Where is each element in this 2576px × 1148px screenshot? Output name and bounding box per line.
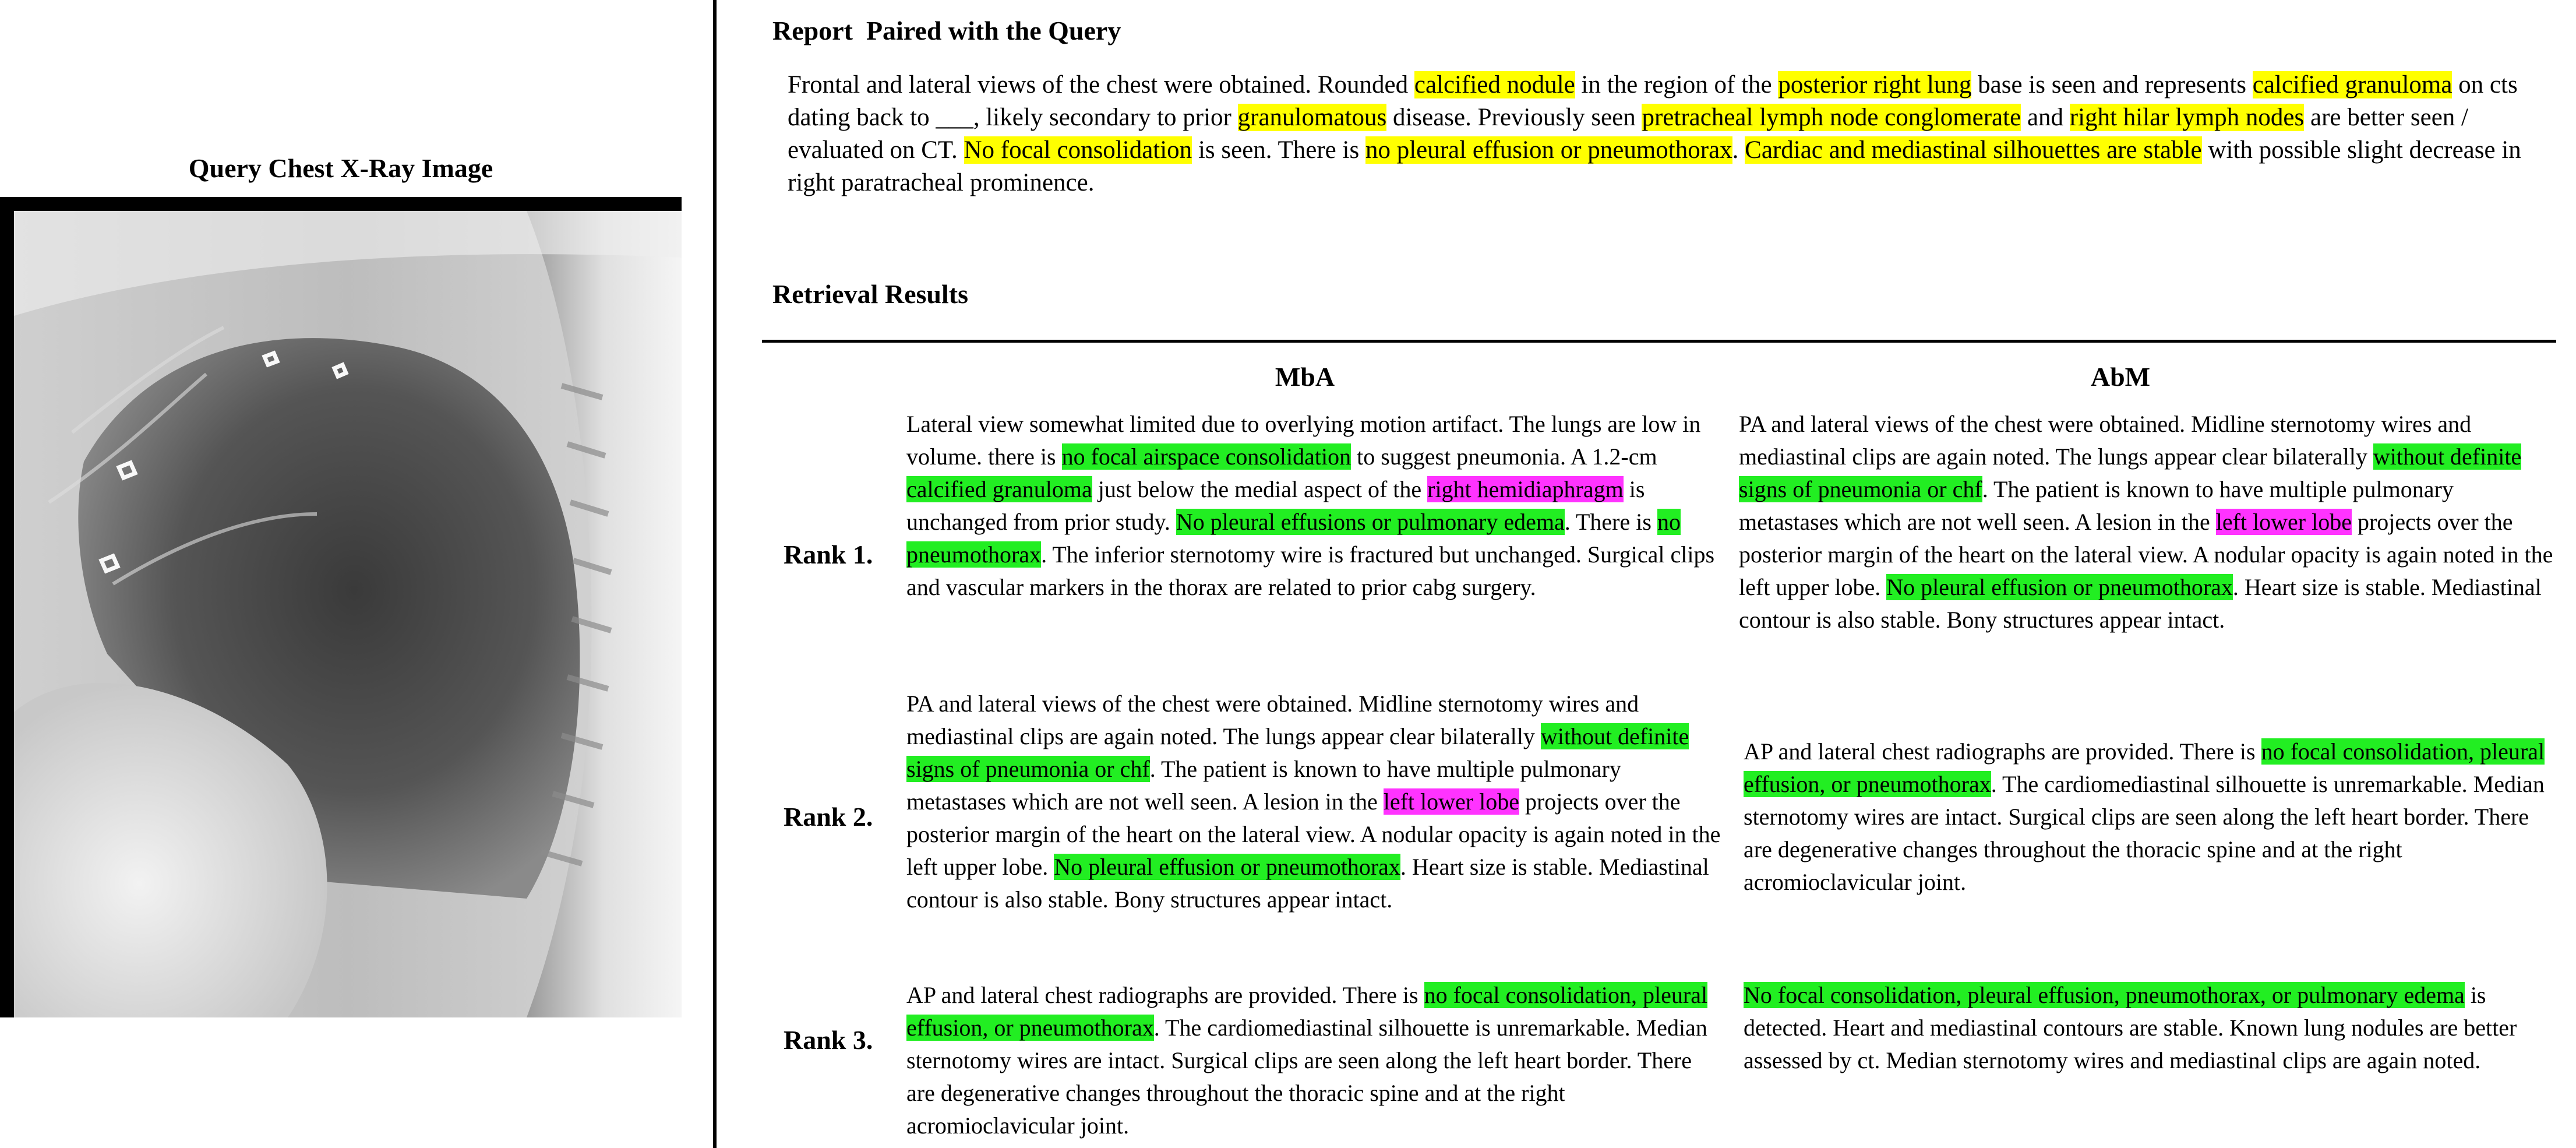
highlighted-finding: No focal consolidation, pleural effusion… — [1744, 982, 2465, 1008]
text-segment: PA and lateral views of the chest were o… — [1739, 411, 2472, 470]
text-segment: . — [1732, 136, 1745, 164]
abm-rank-1-text: PA and lateral views of the chest were o… — [1739, 408, 2554, 636]
text-segment: is seen. There is — [1192, 136, 1365, 164]
text-segment: projects over the posterior margin of th… — [906, 788, 1721, 880]
highlighted-finding: calcified granuloma — [906, 476, 1092, 502]
column-header-mba: MbA — [1275, 362, 1335, 392]
text-segment: to suggest pneumonia. A 1.2-cm — [1351, 443, 1657, 470]
rank-label-3: Rank 3. — [784, 1025, 873, 1055]
text-segment: . The patient is known to have multiple … — [1739, 476, 2454, 535]
highlighted-finding: No pleural effusion or pneumothorax — [1886, 574, 2233, 600]
highlighted-finding: no pleural effusion or pneumothorax — [1365, 136, 1732, 164]
rank-label-1: Rank 1. — [784, 540, 873, 569]
rank-label-2: Rank 2. — [784, 802, 873, 832]
text-segment: in the region of the — [1575, 71, 1779, 98]
highlighted-finding: granulomatous — [1237, 104, 1387, 131]
highlighted-finding: no focal airspace consolidation — [1061, 443, 1351, 470]
highlighted-finding: calcified nodule — [1414, 71, 1575, 98]
mba-rank-3-text: AP and lateral chest radiographs are pro… — [906, 979, 1722, 1142]
highlighted-finding: No focal consolidation — [964, 136, 1192, 164]
text-segment: with possible slight decrease in right p… — [788, 136, 2521, 196]
text-segment: on cts dating back to ___, likely second… — [788, 71, 2518, 131]
text-segment: . The inferior sternotomy wire is fractu… — [906, 541, 1715, 600]
report-heading: Report Paired with the Query — [772, 16, 1121, 45]
text-segment: just below the medial aspect of the — [1092, 476, 1428, 502]
text-segment: PA and lateral views of the chest were o… — [906, 691, 1639, 749]
highlighted-finding: No pleural effusion or pneumothorax — [1054, 854, 1400, 880]
text-segment: Frontal and lateral views of the chest w… — [788, 71, 1414, 98]
highlighted-finding: pretracheal lymph node conglomerate — [1642, 104, 2021, 131]
column-header-abm: AbM — [2090, 362, 2151, 392]
highlighted-finding: calcified granuloma — [2252, 71, 2453, 98]
vertical-divider — [713, 0, 717, 1148]
query-image-title: Query Chest X-Ray Image — [188, 153, 493, 183]
abm-rank-3-text: No focal consolidation, pleural effusion… — [1744, 979, 2559, 1077]
table-rule — [762, 340, 2556, 343]
text-segment: . There is — [1564, 509, 1657, 535]
text-segment: . The cardiomediastinal silhouette is un… — [906, 1015, 1707, 1139]
mba-rank-2-text: PA and lateral views of the chest were o… — [906, 688, 1722, 916]
xray-picture — [14, 211, 682, 1017]
text-segment: . Heart size is stable. Mediastinal cont… — [1739, 574, 2542, 633]
abm-rank-2-text: AP and lateral chest radiographs are pro… — [1744, 735, 2559, 899]
text-segment: . Heart size is stable. Mediastinal cont… — [906, 854, 1709, 913]
mba-rank-1-text: Lateral view somewhat limited due to ove… — [906, 408, 1722, 604]
text-segment: projects over the posterior margin of th… — [1739, 509, 2553, 600]
text-segment: . The patient is known to have multiple … — [906, 756, 1621, 815]
text-segment: and — [2021, 104, 2070, 131]
retrieval-heading: Retrieval Results — [772, 279, 968, 309]
highlighted-finding: left lower lobe — [1383, 788, 1519, 815]
text-segment: base is seen and represents — [1971, 71, 2253, 98]
highlighted-finding: right hemidiaphragm — [1427, 476, 1624, 502]
highlighted-finding: Cardiac and mediastinal silhouettes are … — [1745, 136, 2202, 164]
text-segment: AP and lateral chest radiographs are pro… — [906, 982, 1424, 1008]
text-segment: are better seen / evaluated on CT. — [788, 104, 2468, 164]
text-segment: Lateral view somewhat limited due to ove… — [906, 411, 1701, 470]
highlighted-finding: left lower lobe — [2215, 509, 2352, 535]
text-segment: is detected. Heart and mediastinal conto… — [1744, 982, 2517, 1073]
highlighted-finding: right hilar lymph nodes — [2069, 104, 2305, 131]
highlighted-finding: No pleural effusions or pulmonary edema — [1176, 509, 1565, 535]
text-segment: is unchanged from prior study. — [906, 476, 1645, 535]
highlighted-finding: posterior right lung — [1778, 71, 1972, 98]
report-text: Frontal and lateral views of the chest w… — [788, 69, 2559, 199]
chest-xray-image — [0, 197, 682, 1017]
text-segment: AP and lateral chest radiographs are pro… — [1744, 738, 2261, 765]
text-segment: . The cardiomediastinal silhouette is un… — [1744, 771, 2545, 895]
text-segment: disease. Previously seen — [1386, 104, 1642, 131]
